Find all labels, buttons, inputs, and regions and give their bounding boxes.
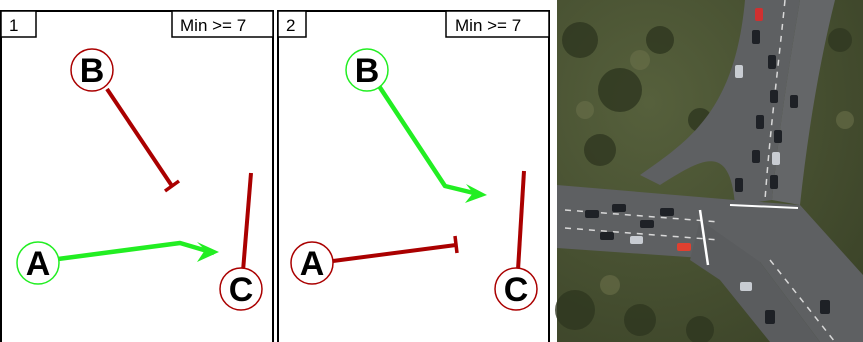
movement-c-blocked-line bbox=[241, 172, 253, 272]
movement-c-blocked-line bbox=[516, 170, 526, 271]
node-c: C bbox=[219, 267, 263, 311]
condition-box bbox=[445, 10, 550, 38]
condition-label: Min >= 7 bbox=[180, 16, 246, 35]
node-c: C bbox=[494, 267, 538, 311]
movement-a-blocked-bar bbox=[332, 235, 459, 263]
svg-text:C: C bbox=[504, 271, 529, 309]
movement-b-allowed-arrow bbox=[377, 84, 487, 203]
svg-text:B: B bbox=[355, 52, 380, 90]
panel-number-box bbox=[0, 10, 37, 38]
svg-text:C: C bbox=[229, 271, 254, 309]
movement-b-blocked-bar bbox=[105, 87, 181, 193]
condition-box bbox=[171, 10, 274, 38]
node-a: A bbox=[290, 241, 334, 285]
svg-text:A: A bbox=[26, 245, 51, 283]
movement-a-allowed-arrow bbox=[57, 240, 219, 262]
node-b: B bbox=[345, 48, 389, 92]
satellite-intersection-image bbox=[555, 0, 863, 342]
panel-number: 1 bbox=[9, 16, 18, 35]
panel-number-box bbox=[277, 10, 307, 38]
condition-label: Min >= 7 bbox=[455, 16, 521, 35]
node-b: B bbox=[70, 48, 114, 92]
svg-text:A: A bbox=[300, 245, 325, 283]
phase-panel-2: 2 Min >= 7 A B C bbox=[277, 10, 550, 342]
node-a: A bbox=[16, 241, 60, 285]
phase-panel-1: 1 Min >= 7 A B C bbox=[0, 10, 274, 342]
svg-text:B: B bbox=[80, 52, 105, 90]
panel-number: 2 bbox=[286, 16, 295, 35]
